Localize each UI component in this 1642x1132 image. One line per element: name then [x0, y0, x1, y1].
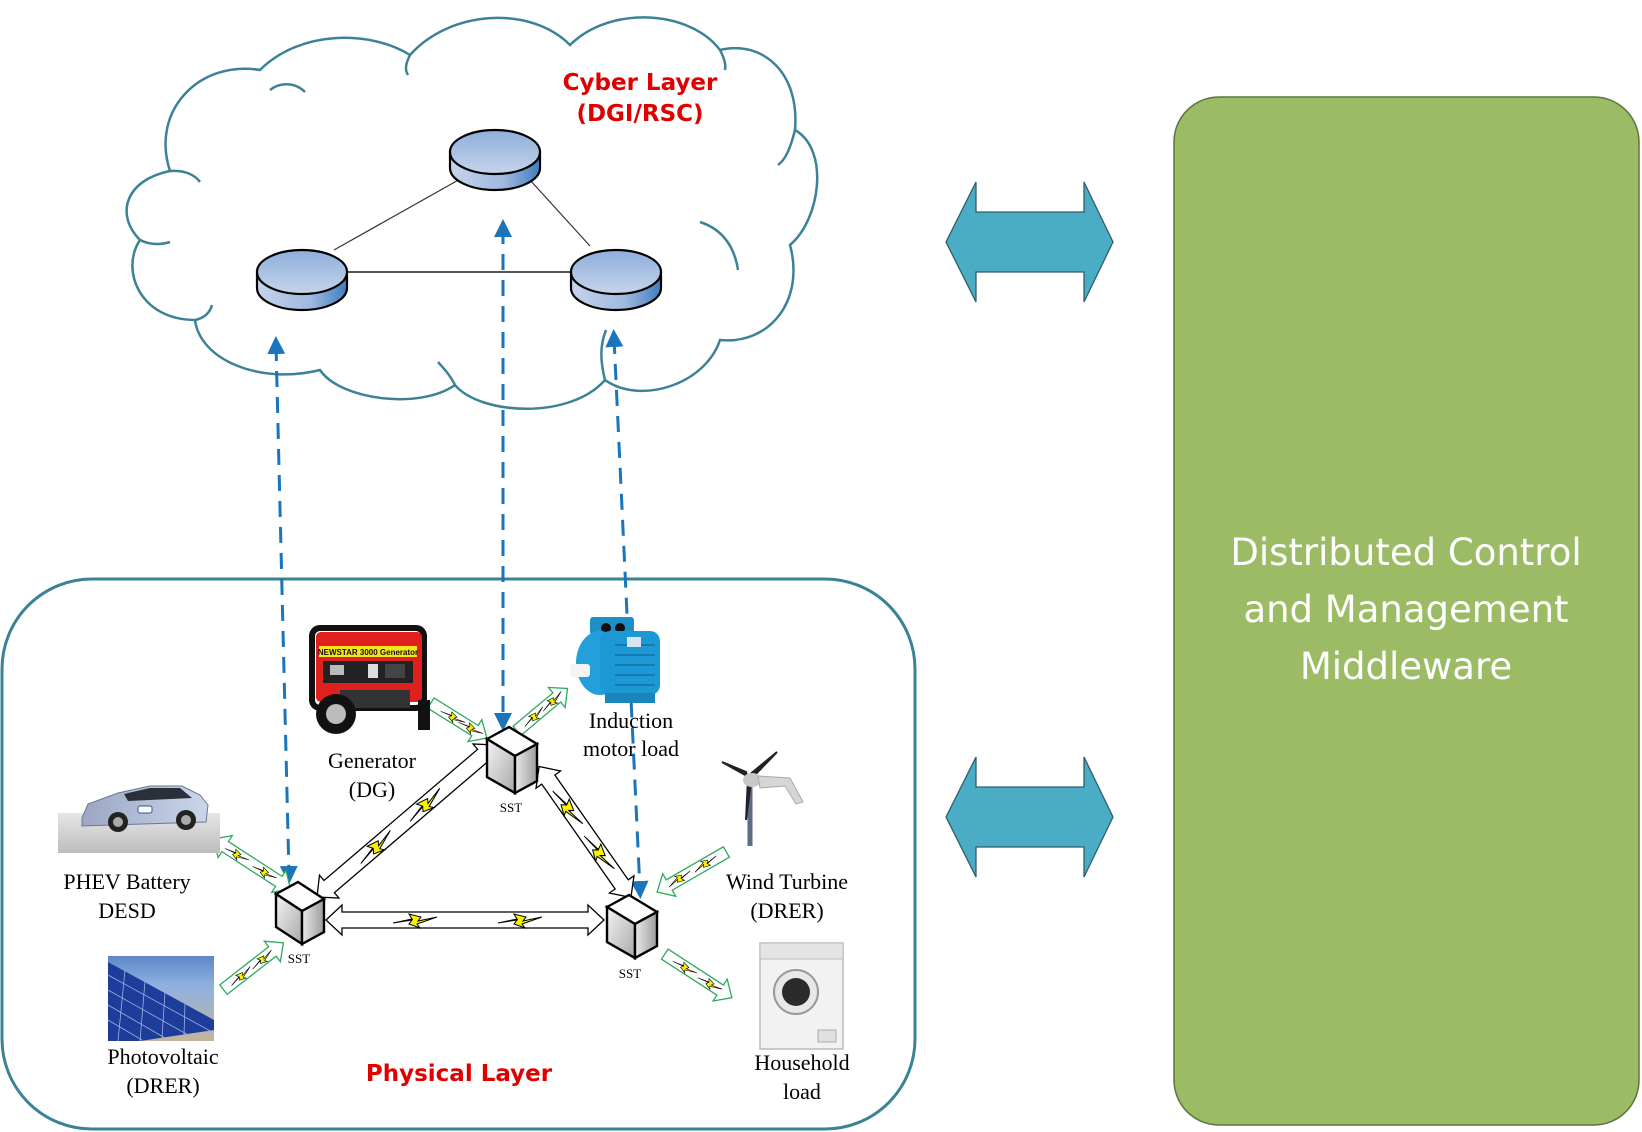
pv-label-line1: Photovoltaic [107, 1044, 218, 1069]
phev-label-line2: DESD [98, 898, 155, 923]
cloud-puff-arc [777, 129, 797, 167]
cloud-puff-arc [169, 169, 202, 183]
cyber-layer-subtitle: (DGI/RSC) [576, 101, 703, 127]
power-link-left-right [325, 903, 605, 937]
power-link-pv [218, 940, 285, 996]
sst-top[interactable] [484, 725, 540, 796]
generator-label-line1: Generator [328, 748, 417, 773]
sst-right[interactable] [604, 893, 660, 961]
power-link-generator [426, 697, 488, 743]
physical-layer-title: Physical Layer [366, 1061, 553, 1087]
dgi-node-right[interactable] [569, 248, 663, 312]
power-link-household [660, 948, 733, 1002]
cyber-link-left-top [333, 177, 463, 251]
sst-right-label: SST [619, 966, 641, 981]
dgi-node-top[interactable] [448, 128, 542, 192]
motor-label-line2: motor load [583, 736, 679, 761]
phev-label-line1: PHEV Battery [63, 869, 190, 894]
power-link-top-right [535, 765, 635, 899]
power-link-motor [512, 686, 569, 737]
cloud-puff-arc [139, 238, 171, 246]
wind-label-line2: (DRER) [750, 898, 823, 923]
middleware-box [1173, 96, 1640, 1126]
middleware-label-line1: Distributed Control [1230, 531, 1581, 574]
household-label-line2: load [783, 1079, 821, 1104]
dgi-node-left[interactable] [255, 248, 349, 312]
generator-label-line2: (DG) [349, 777, 395, 802]
cloud-puff-arc [600, 329, 608, 381]
pv-label-line2: (DRER) [126, 1073, 199, 1098]
household-label-line1: Household [754, 1050, 849, 1075]
middleware-label-line3: Middleware [1300, 645, 1512, 688]
photovoltaic-icon[interactable] [107, 956, 215, 1042]
induction-motor-icon[interactable] [570, 617, 660, 703]
sst-left[interactable] [273, 880, 327, 947]
wind-label-line1: Wind Turbine [726, 869, 848, 894]
double-arrow-cyber-middleware [945, 181, 1114, 303]
generator-brand-text: NEWSTAR 3000 Generator [318, 648, 418, 657]
cyber-layer-title: Cyber Layer [563, 70, 718, 96]
cloud-puff-arc [718, 49, 727, 71]
cloud-puff-arc [699, 220, 740, 271]
sst-top-label: SST [500, 800, 522, 815]
cloud-puff-arc [437, 361, 457, 386]
dashed-link-right [605, 329, 649, 899]
power-link-wind [656, 845, 731, 898]
cloud-puff-arc [269, 83, 306, 93]
sst-left-label: SST [288, 951, 310, 966]
cloud-puff-arc [194, 304, 214, 322]
dashed-link-left [267, 336, 298, 884]
generator-icon[interactable]: NEWSTAR 3000 Generator [309, 625, 430, 734]
physical-layer-box [0, 577, 917, 1131]
cyber-link-top-right [529, 179, 591, 247]
motor-label-line1: Induction [589, 708, 673, 733]
wind-turbine-icon[interactable] [721, 751, 804, 846]
phev-car-icon[interactable] [58, 785, 220, 853]
cloud-puff-arc [404, 54, 412, 76]
middleware-label-line2: and Management [1243, 588, 1568, 631]
household-washer-icon[interactable] [759, 942, 844, 1050]
double-arrow-physical-middleware [945, 756, 1114, 878]
